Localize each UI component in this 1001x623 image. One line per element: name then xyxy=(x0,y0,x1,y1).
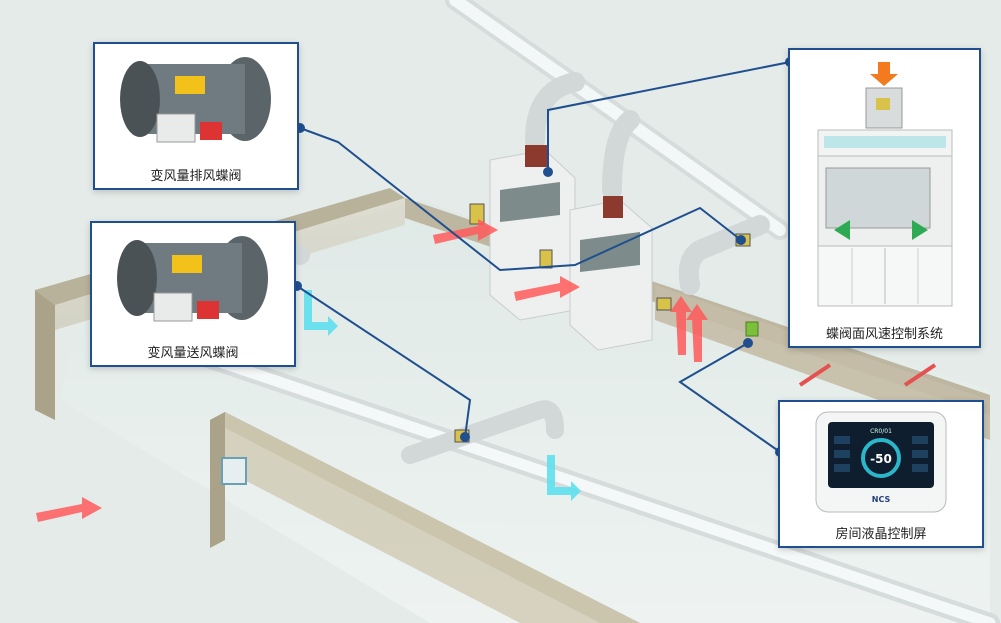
screen-header-text: CR0/01 xyxy=(870,428,892,435)
supply-valve-image xyxy=(117,236,268,322)
valve-marker-4 xyxy=(656,297,672,311)
callout-exhaust-valve: 变风量排风蝶阀 xyxy=(93,42,299,190)
wall-panel xyxy=(221,457,247,485)
valve-marker-2 xyxy=(539,249,553,269)
leader-dots xyxy=(292,57,795,457)
face-velocity-label: 蝶阀面风速控制系统 xyxy=(825,327,943,342)
supply-arrows xyxy=(304,290,581,501)
fume-hood-2 xyxy=(569,196,653,351)
exhaust-valve-label: 变风量排风蝶阀 xyxy=(150,169,242,184)
exhaust-valve-image xyxy=(120,57,271,143)
exhaust-valve-marker xyxy=(469,203,485,225)
fume-hood-1 xyxy=(489,145,576,321)
room-screen-label: 房间液晶控制屏 xyxy=(835,527,927,542)
leader-lines xyxy=(296,61,791,453)
duct-network xyxy=(160,0,1000,623)
up-arrow-icon xyxy=(870,62,898,86)
exhaust-arrows xyxy=(36,219,708,522)
room-controller-marker xyxy=(745,321,759,337)
lcd-screen-image: CR0/01 -50 NCS xyxy=(815,411,947,513)
screen-brand-logo: NCS xyxy=(872,495,891,504)
callout-supply-valve: 变风量送风蝶阀 xyxy=(90,221,296,367)
callout-face-velocity: 蝶阀面风速控制系统 xyxy=(788,48,981,348)
screen-display-value: -50 xyxy=(870,452,892,466)
fume-hood-image xyxy=(817,62,953,307)
pipe-fittings xyxy=(798,363,937,387)
supply-valve-label: 变风量送风蝶阀 xyxy=(147,346,239,361)
callout-room-screen: CR0/01 -50 NCS 房间液晶控制屏 xyxy=(778,400,984,548)
